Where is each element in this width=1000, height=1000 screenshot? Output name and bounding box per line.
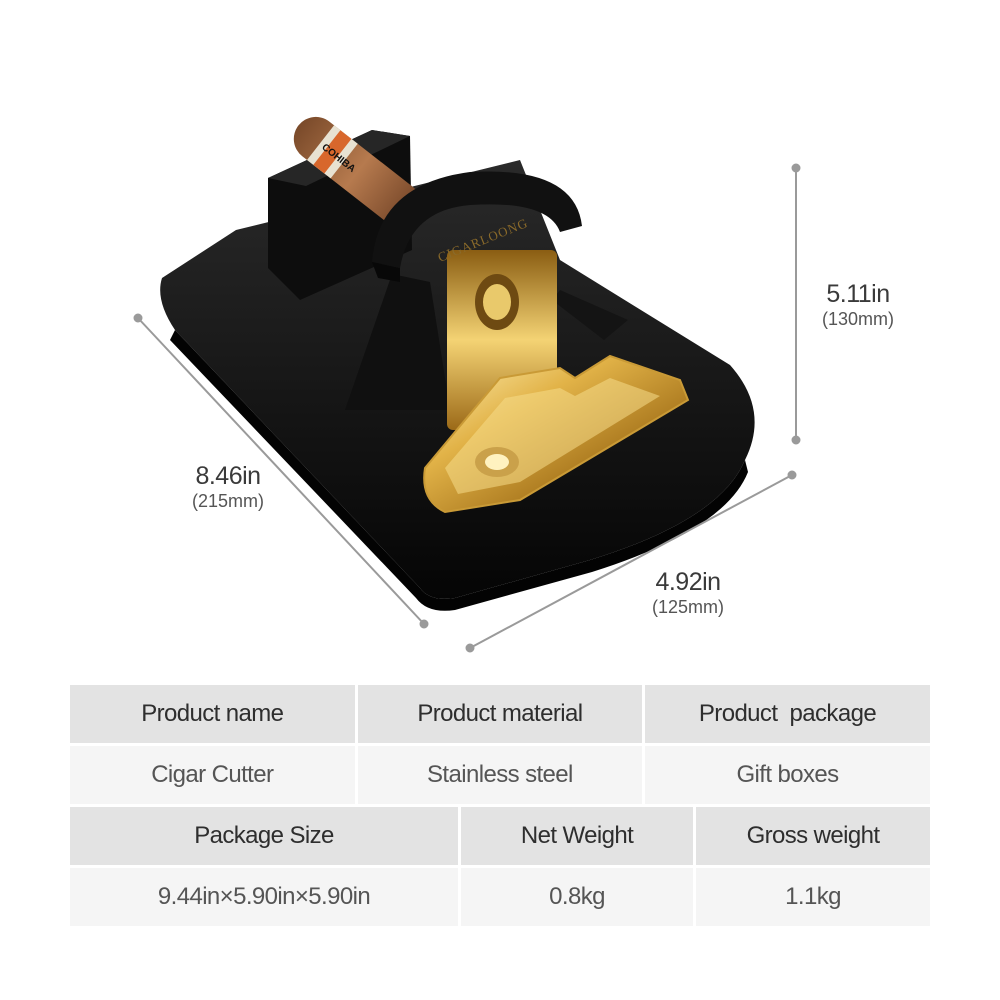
width-metric: (125mm) [651,596,724,617]
value-product-name: Cigar Cutter [70,746,355,804]
height-imperial: 5.11in [826,280,890,308]
header-package-size: Package Size [70,807,458,865]
header-net-weight: Net Weight [461,807,693,865]
width-label: 4.92in (125mm) [638,568,738,617]
header-product-material: Product material [357,685,643,743]
width-imperial: 4.92in [655,568,721,596]
dimension-length [133,313,429,629]
length-label: 8.46in (215mm) [178,462,278,511]
header-product-name: Product name [70,685,355,743]
dimension-height [791,163,801,445]
cutter-frame [345,274,450,410]
value-product-package: Gift boxes [645,746,930,804]
cigar: COHIBA [293,116,422,227]
product-stage: COHIBA CIGARLOONG [133,116,908,653]
header-product-package: Product package [645,685,930,743]
spec-header-row-1: Product name Product material Product pa… [70,685,930,743]
value-gross-weight: 1.1kg [696,868,930,926]
value-product-material: Stainless steel [357,746,643,804]
dimension-width [465,470,797,653]
value-package-size: 9.44in×5.90in×5.90in [70,868,458,926]
product-illustration: COHIBA CIGARLOONG [133,116,801,653]
spec-value-row-2: 9.44in×5.90in×5.90in 0.8kg 1.1kg [70,868,930,926]
cutter-arch [372,171,582,268]
spec-value-row-1: Cigar Cutter Stainless steel Gift boxes [70,746,930,804]
height-label: 5.11in (130mm) [808,280,908,329]
length-metric: (215mm) [191,490,264,511]
header-gross-weight: Gross weight [696,807,930,865]
spec-header-row-2: Package Size Net Weight Gross weight [70,807,930,865]
spec-table: Product name Product material Product pa… [70,685,930,929]
length-imperial: 8.46in [195,462,261,490]
height-metric: (130mm) [821,308,894,329]
value-net-weight: 0.8kg [461,868,693,926]
